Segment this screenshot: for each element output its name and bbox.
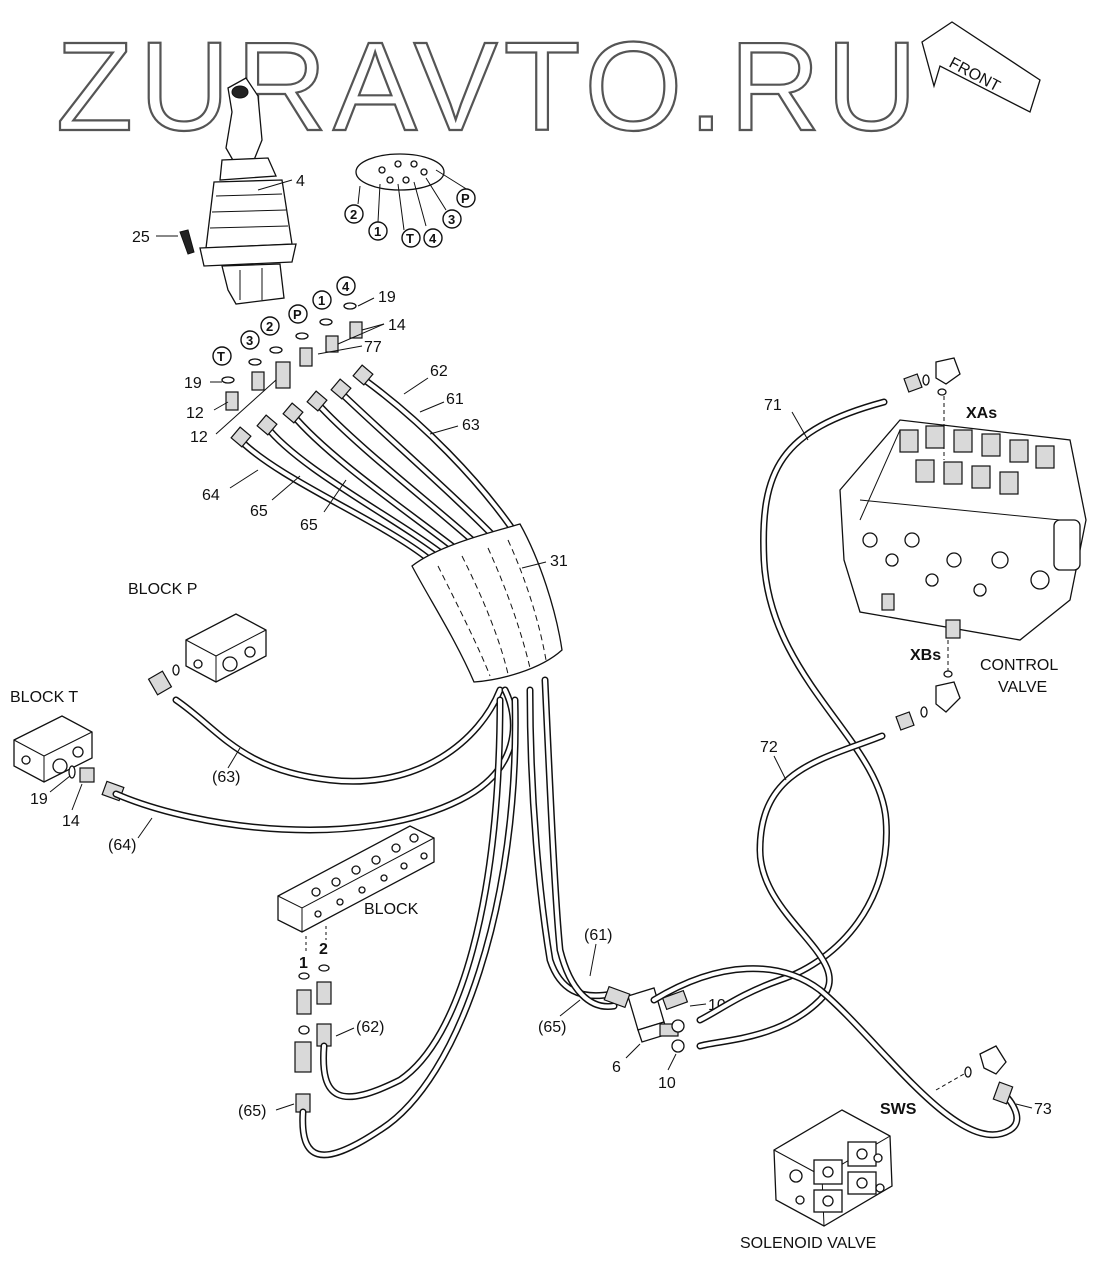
hose-bundle-upper (230, 364, 524, 564)
port-circle-2: 2 (344, 204, 364, 224)
watermark: ZURAVTO.RU (56, 16, 923, 157)
callout-hose-73: 73 (1034, 1101, 1052, 1118)
callout-hose-65a: 65 (250, 503, 268, 520)
callout-tee: 6 (612, 1059, 621, 1076)
fitting-port-p: P (288, 304, 308, 324)
joystick-lever: 4 (199, 77, 305, 305)
callout-hose-65b: 65 (300, 517, 318, 534)
leader-lines-top (210, 297, 385, 435)
label-control-valve-1: CONTROL (980, 657, 1058, 674)
ref-65-low: (65) (238, 1103, 266, 1120)
hose-sleeve (411, 523, 563, 683)
hose-65-low (299, 696, 519, 1159)
ref-64: (64) (108, 837, 136, 854)
label-solenoid-valve: SOLENOID VALVE (740, 1235, 876, 1252)
hose-61 (526, 686, 616, 1000)
callout-blockt-19: 19 (30, 791, 48, 808)
callout-fitting-10b: 10 (658, 1075, 676, 1092)
hose-64 (112, 686, 517, 834)
pin-part: 25 (132, 229, 195, 255)
sws-fitting (935, 1045, 1014, 1105)
ref-63: (63) (212, 769, 240, 786)
port-circle-4: 4 (423, 228, 443, 248)
label-block-t: BLOCK T (10, 689, 78, 706)
svg-text:T: T (217, 349, 225, 364)
label-block-port2: 2 (319, 941, 328, 958)
leader-lines-hoses (229, 377, 459, 513)
hose-72 (696, 732, 886, 1050)
callout-pin: 25 (132, 229, 150, 246)
fitting-port-4: 4 (336, 276, 356, 296)
svg-text:1: 1 (318, 293, 325, 308)
hose-65-mid (541, 676, 618, 1010)
callout-sleeve: 31 (550, 553, 568, 570)
port-circle-p: P (456, 188, 476, 208)
callout-ring-left: 19 (184, 375, 202, 392)
fitting-port-t: T (212, 346, 232, 366)
callout-fitting-b: 12 (190, 429, 208, 446)
label-block-p: BLOCK P (128, 581, 197, 598)
svg-text:2: 2 (350, 207, 357, 222)
fitting-port-3: 3 (240, 330, 260, 350)
port-circle-t: T (401, 228, 421, 248)
callout-hose-63: 63 (462, 417, 480, 434)
xas-fitting (903, 357, 961, 460)
svg-text:1: 1 (374, 224, 381, 239)
svg-text:4: 4 (342, 279, 350, 294)
callout-oring-top: 14 (388, 317, 406, 334)
callout-adapter: 77 (364, 339, 382, 356)
label-block-port1: 1 (299, 955, 308, 972)
svg-text:T: T (406, 231, 414, 246)
control-valve (839, 419, 1087, 641)
callout-hose-64: 64 (202, 487, 220, 504)
port-circle-1: 1 (368, 221, 388, 241)
fitting-port-2: 2 (260, 316, 280, 336)
hose-73 (650, 965, 1021, 1139)
block-p (147, 613, 267, 696)
callout-hose-71: 71 (764, 397, 782, 414)
fitting-port-1: 1 (312, 290, 332, 310)
callout-hose-72: 72 (760, 739, 778, 756)
svg-text:2: 2 (266, 319, 273, 334)
label-xas: XAs (966, 405, 997, 422)
label-control-valve-2: VALVE (998, 679, 1047, 696)
svg-text:4: 4 (429, 231, 437, 246)
label-sws: SWS (880, 1101, 917, 1118)
svg-text:3: 3 (448, 212, 455, 227)
ref-65-mid: (65) (538, 1019, 566, 1036)
xbs-fitting (895, 640, 961, 731)
svg-text:3: 3 (246, 333, 253, 348)
hose-63 (172, 686, 504, 785)
block-manifold (277, 825, 435, 952)
ref-61: (61) (584, 927, 612, 944)
port-circle-3: 3 (442, 209, 462, 229)
port-layout-diagram: 2 1 T 4 3 P (344, 153, 476, 248)
callout-hose-62: 62 (430, 363, 448, 380)
svg-text:P: P (293, 307, 302, 322)
callout-joystick: 4 (296, 173, 305, 190)
callout-fitting-a: 12 (186, 405, 204, 422)
ref-62: (62) (356, 1019, 384, 1036)
label-xbs: XBs (910, 647, 941, 664)
tee-fitting (603, 985, 689, 1053)
block-fittings (294, 964, 332, 1113)
svg-text:P: P (461, 191, 470, 206)
o-rings-row (221, 302, 357, 384)
front-arrow: FRONT (921, 21, 1041, 113)
callout-ring-top: 19 (378, 289, 396, 306)
callout-blockt-14: 14 (62, 813, 80, 830)
solenoid-valve (773, 1109, 893, 1227)
callout-hose-61: 61 (446, 391, 464, 408)
label-block: BLOCK (364, 901, 419, 918)
block-t (13, 715, 125, 802)
